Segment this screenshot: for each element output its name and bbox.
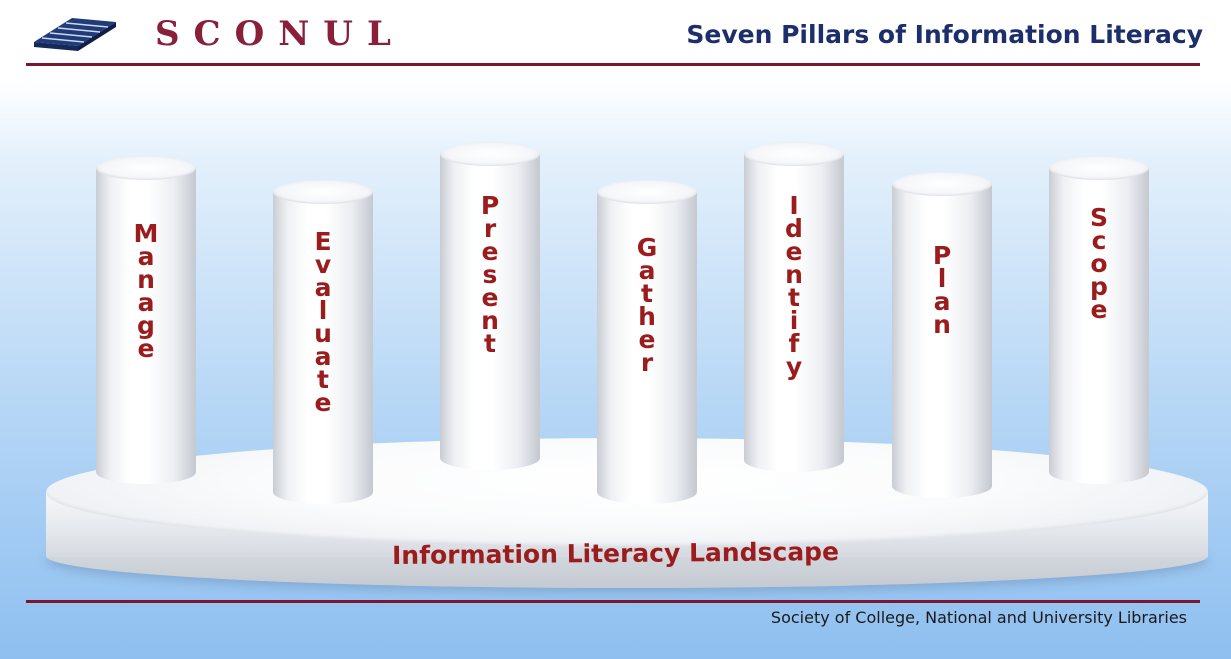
pillar-manage: M a n a g e: [96, 156, 196, 484]
pillar-label: P r e s e n t: [480, 191, 500, 358]
footer-divider: [26, 600, 1200, 603]
pillar-scope: S c o p e: [1049, 156, 1149, 484]
pillar-evaluate: E v a l u a t e: [273, 180, 373, 504]
pillar-present: P r e s e n t: [440, 142, 540, 470]
pillar-label: G a t h e r: [636, 233, 658, 377]
pillar-label: M a n a g e: [133, 219, 159, 363]
pillar-gather: G a t h e r: [597, 180, 697, 504]
pillar-label: I d e n t i f y: [785, 191, 803, 381]
footer-text: Society of College, National and Univers…: [770, 608, 1187, 627]
header-divider: [26, 63, 1200, 66]
pillar-label: P l a n: [932, 241, 952, 339]
seven-pillars-diagram: Information Literacy Landscape M a n a g…: [46, 142, 1208, 588]
pillar-plan: P l a n: [892, 172, 992, 498]
book-stack-icon: [34, 18, 116, 51]
logo-wordmark: SCONUL: [155, 14, 405, 54]
pillar-label: E v a l u a t e: [314, 227, 332, 417]
pillar-label: S c o p e: [1089, 203, 1108, 324]
sconul-logo: SCONUL: [32, 8, 391, 58]
pillar-identify: I d e n t i f y: [744, 142, 844, 472]
page-title: Seven Pillars of Information Literacy: [686, 20, 1203, 49]
